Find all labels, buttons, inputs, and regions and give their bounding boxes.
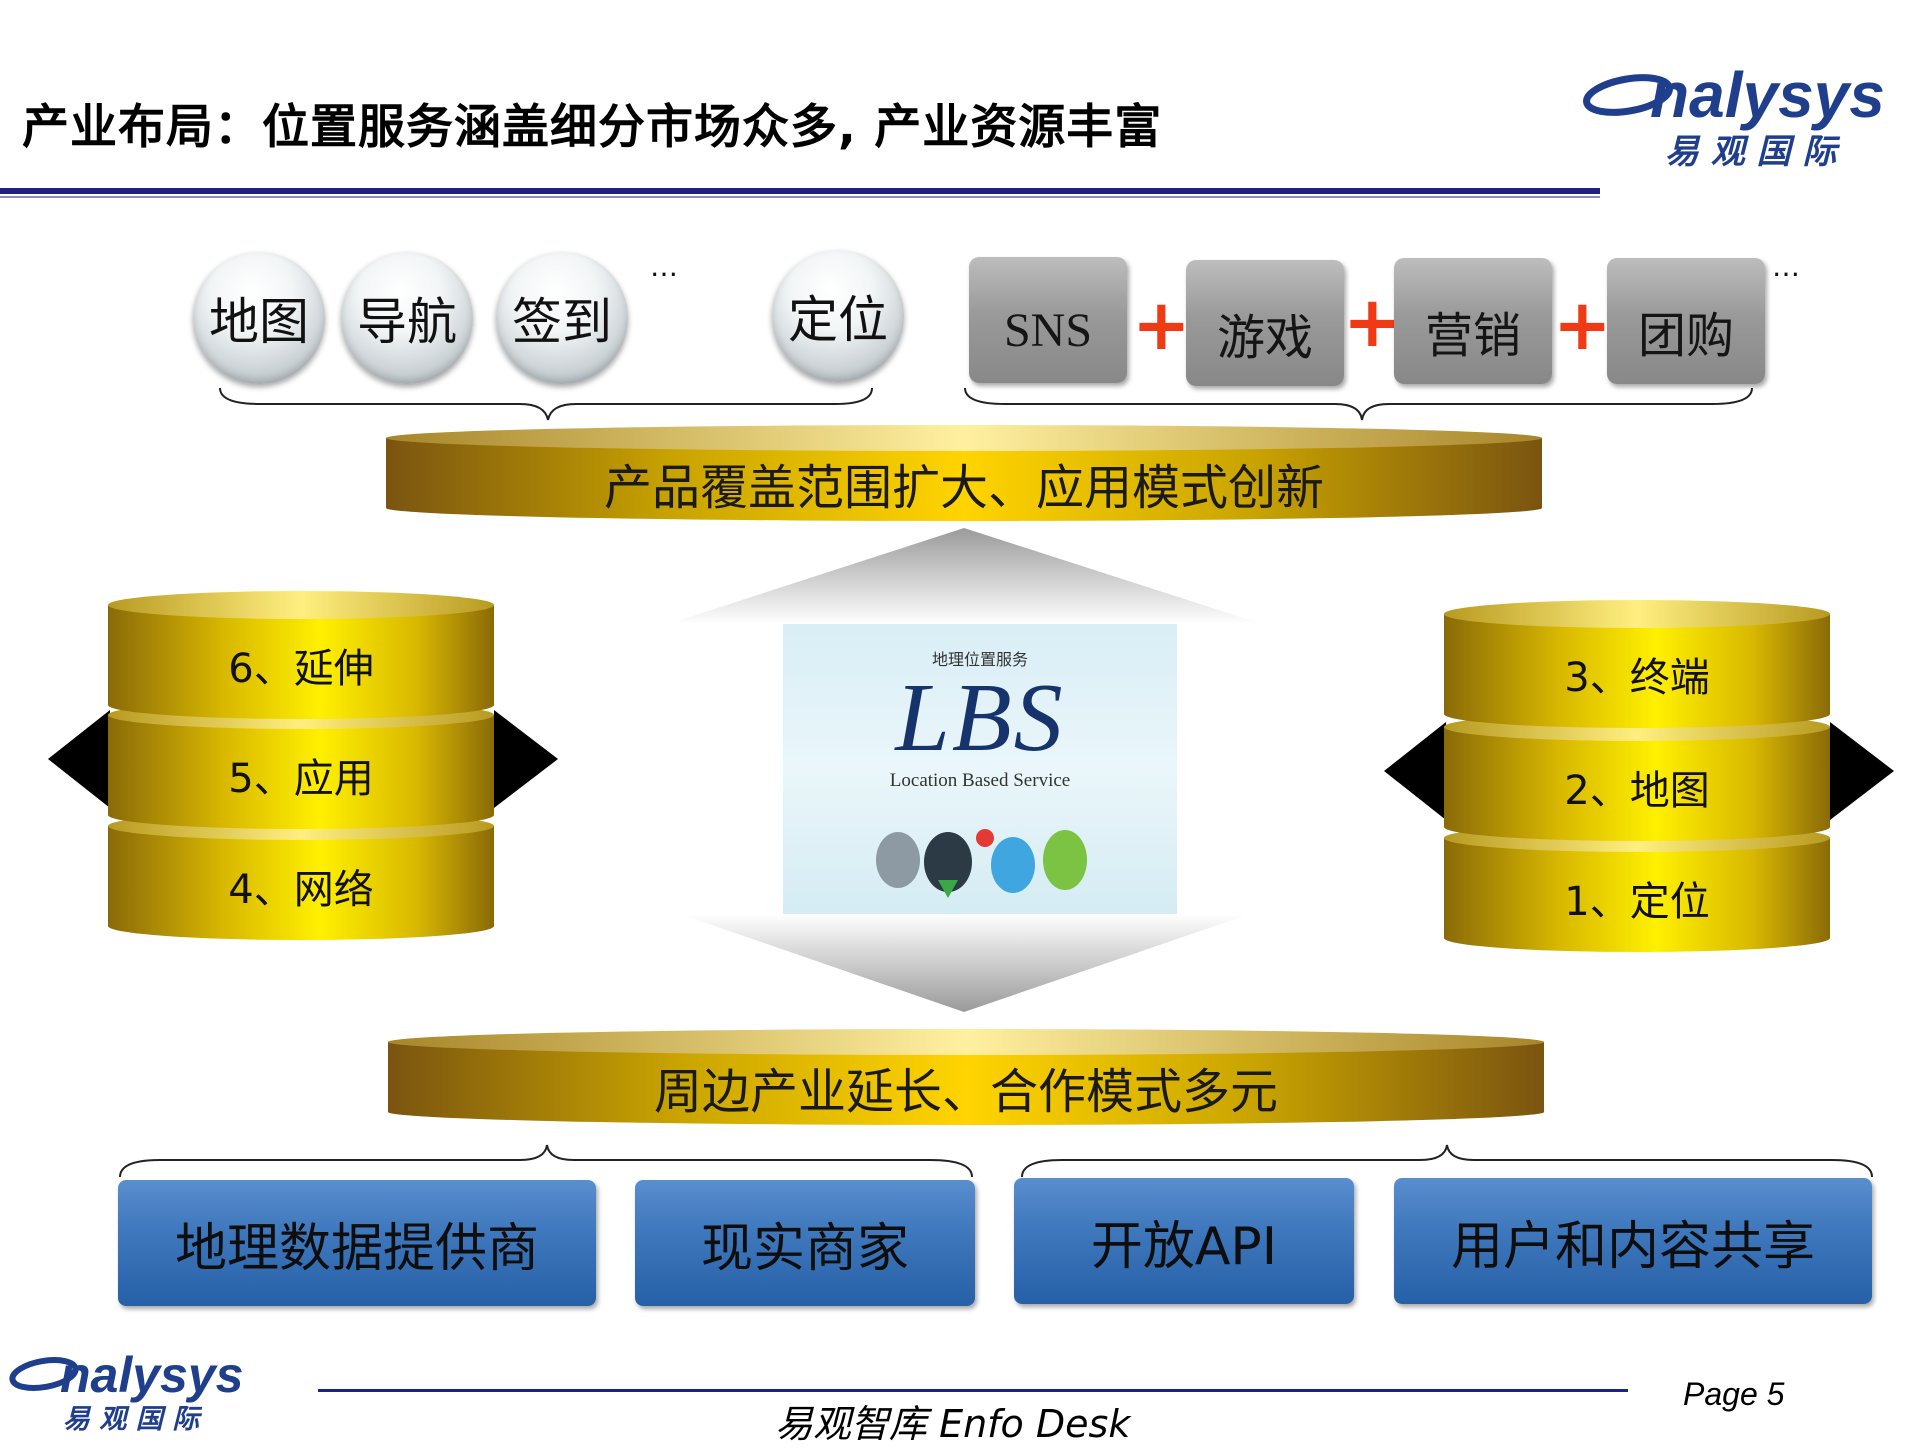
analysys-logo: nalysys 易 观 国 际 [1583,59,1885,172]
plus-2: + [1343,281,1402,363]
box-geo-data-provider: 地理数据提供商 [118,1180,596,1306]
box-sns: SNS [969,257,1127,383]
right-stack-arrow-right [1830,722,1894,820]
footer-text: 易观智库 Enfo Desk [775,1402,1131,1446]
box-games: 游戏 [1186,260,1344,386]
page-title: 产业布局：位置服务涵盖细分市场众多, 产业资源丰富 [22,100,1163,155]
mascot-green [1043,830,1087,890]
left-stack-item-4: 4、网络 [228,867,374,913]
band-top-shape [386,425,1542,521]
brace-bottom-right [1021,1144,1873,1178]
left-stack-shapes [48,591,558,940]
bubble-positioning: 定位 [772,250,904,382]
brace-top-right [964,387,1753,421]
box-real-merchants: 现实商家 [635,1180,975,1306]
plus-3: + [1553,284,1612,366]
box-marketing: 营销 [1394,258,1552,384]
right-stack-item-1: 1、定位 [1564,879,1710,925]
bubble-checkin: 签到 [496,252,628,384]
lbs-image: 地理位置服务 LBS Location Based Service [783,624,1177,914]
page-number: Page 5 [1683,1376,1785,1412]
arrow-up [668,528,1262,624]
box-group-buying: 团购 [1607,258,1765,384]
logo-cn: 易 观 国 际 [1665,132,1841,172]
plus-1: + [1132,284,1191,366]
ellipsis-right: … [1772,250,1800,283]
mascot-dark [924,832,972,892]
band-top: 产品覆盖范围扩大、应用模式创新 [603,460,1324,516]
logo-wordmark: nalysys [1650,59,1885,131]
left-stack-item-5: 5、应用 [228,756,374,802]
title-divider [0,188,1600,194]
band-bottom-shape [388,1029,1544,1125]
analysys-logo-footer: nalysys 易 观 国 际 [9,1347,243,1435]
mascot-blue [991,837,1035,893]
ellipsis-left: … [650,250,678,283]
logo-footer-cn: 易 观 国 际 [63,1404,203,1435]
right-stack-shapes [1384,600,1894,952]
bubble-navigation: 导航 [341,252,473,384]
box-open-api: 开放API [1014,1178,1354,1304]
right-stack-arrow-left [1384,722,1446,820]
logo-footer-wordmark: nalysys [60,1347,243,1403]
lbs-cn-label: 地理位置服务 [931,650,1028,669]
band-bottom: 周边产业延长、合作模式多元 [653,1064,1278,1120]
arrow-down [680,914,1250,1012]
bubble-map: 地图 [193,252,325,384]
left-stack-arrow-right [494,710,558,808]
mascot-red-pin [976,829,994,847]
right-stack-item-2: 2、地图 [1564,768,1710,814]
left-stack-arrow-left [48,710,110,808]
lbs-en-label: Location Based Service [889,770,1071,791]
lbs-big-label: LBS [895,664,1065,772]
mascot-green-leaf [938,880,958,898]
right-stack-item-3: 3、终端 [1564,655,1710,701]
footer-divider [318,1389,1628,1392]
mascot-gray [876,832,920,888]
box-user-content-sharing: 用户和内容共享 [1394,1178,1872,1304]
brace-top-left [219,387,873,421]
brace-bottom-left [119,1144,973,1178]
lbs-mascots [876,829,1087,898]
left-stack-item-6: 6、延伸 [228,646,374,692]
title-divider-shadow [0,196,1600,198]
